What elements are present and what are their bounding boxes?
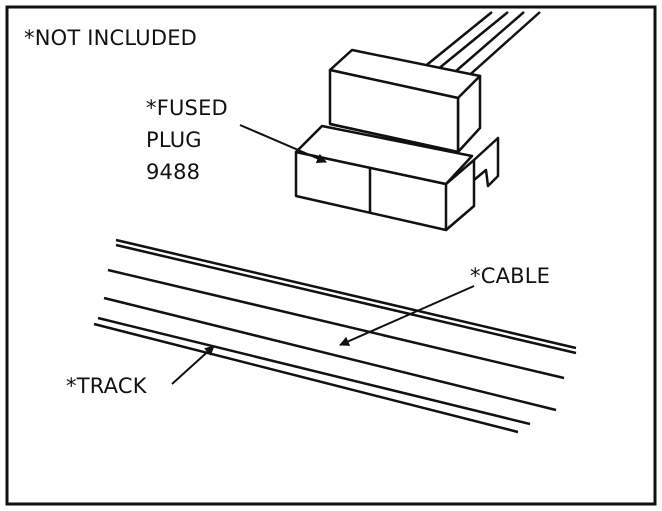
- plug-wires: [417, 11, 541, 81]
- track-arrow: [171, 345, 215, 385]
- track-label: *TRACK: [66, 374, 147, 398]
- fused-plug-label-line3: 9488: [146, 160, 201, 184]
- fused-plug-label-line1: *FUSED: [146, 96, 228, 120]
- cable-arrow: [339, 285, 475, 346]
- leader-arrows: [171, 124, 475, 385]
- not-included-note: *NOT INCLUDED: [24, 26, 198, 50]
- fused-plug-label-line2: PLUG: [146, 128, 202, 152]
- diagram-border: [5, 5, 657, 506]
- track-lines: [93, 238, 577, 434]
- cable-label: *CABLE: [470, 264, 551, 288]
- fused-plug: [294, 48, 500, 232]
- fused-plug-label: *FUSED PLUG 9488: [146, 92, 228, 188]
- plug-arrow: [239, 124, 327, 164]
